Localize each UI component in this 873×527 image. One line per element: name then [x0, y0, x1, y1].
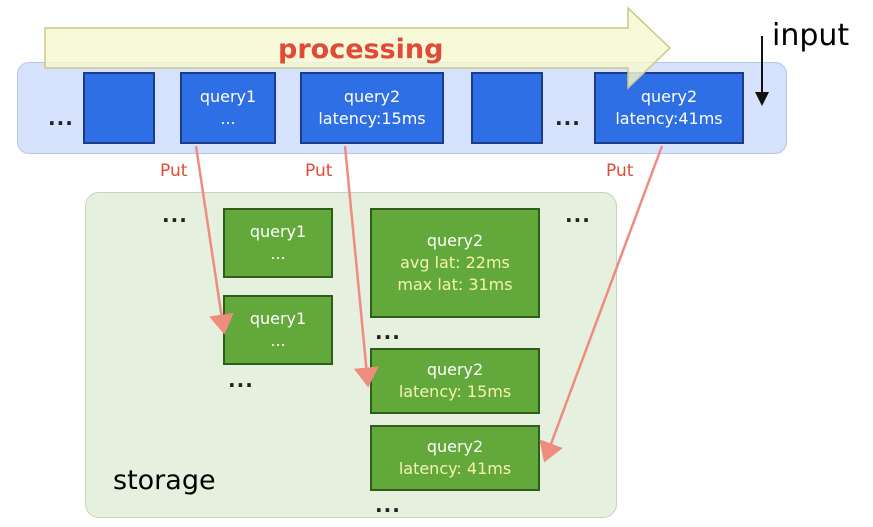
storage-query1-1-detail: ... [270, 244, 286, 263]
processing-label: processing [278, 34, 444, 65]
input-query2-41ms-detail: latency:41ms [615, 109, 723, 128]
input-query1-name: query1 [199, 87, 257, 106]
storage-query1-box-1: query1 ... [223, 208, 333, 278]
storage-query1-2-detail: ... [270, 331, 286, 350]
storage-ellipsis-top-left: ... [162, 203, 188, 227]
input-query2-15ms-name: query2 [343, 87, 401, 106]
storage-query2-max-latency: max lat: 31ms [397, 275, 513, 294]
storage-query1-box-2: query1 ... [223, 295, 333, 365]
storage-query2-15ms-detail: latency: 15ms [398, 382, 512, 401]
input-ellipsis-left: ... [48, 106, 74, 130]
input-query2-41ms-name: query2 [640, 87, 698, 106]
put-arrow-query1 [194, 145, 234, 335]
input-query2-15ms-box: query2 latency:15ms [300, 72, 444, 144]
input-query1-detail: ... [220, 109, 236, 128]
put-label-query1: Put [160, 161, 188, 181]
storage-ellipsis-mid: ... [375, 320, 401, 344]
storage-query2-avg-latency: avg lat: 22ms [400, 253, 510, 272]
storage-query2-summary-box: query2 avg lat: 22ms max lat: 31ms [370, 208, 540, 318]
put-arrow-query2-41ms [539, 145, 664, 463]
processing-arrow [44, 6, 672, 90]
input-ellipsis-middle: ... [555, 106, 581, 130]
input-query2-15ms-detail: latency:15ms [318, 109, 426, 128]
storage-query2-15ms-box: query2 latency: 15ms [370, 348, 540, 414]
input-empty-box-2 [471, 72, 543, 144]
input-query2-41ms-box: query2 latency:41ms [594, 72, 744, 144]
storage-query1-2-name: query1 [249, 309, 307, 328]
storage-query2-41ms-name: query2 [426, 437, 484, 456]
put-arrow-query2-15ms [343, 145, 379, 388]
storage-query2-summary-name: query2 [426, 231, 484, 250]
storage-ellipsis-top-right: ... [565, 203, 591, 227]
input-query1-box: query1 ... [180, 72, 276, 144]
storage-label: storage [113, 465, 216, 496]
storage-query1-1-name: query1 [249, 222, 307, 241]
storage-ellipsis-bottom: ... [375, 493, 401, 517]
put-label-query2-41ms: Put [606, 161, 634, 181]
storage-query2-15ms-name: query2 [426, 360, 484, 379]
input-empty-box-1 [83, 72, 155, 144]
storage-query2-41ms-box: query2 latency: 41ms [370, 425, 540, 491]
storage-query2-41ms-detail: latency: 41ms [398, 459, 512, 478]
input-label: input [772, 18, 850, 53]
input-arrow-head [755, 92, 769, 106]
storage-ellipsis-query1: ... [228, 368, 254, 392]
put-label-query2-15ms: Put [305, 161, 333, 181]
